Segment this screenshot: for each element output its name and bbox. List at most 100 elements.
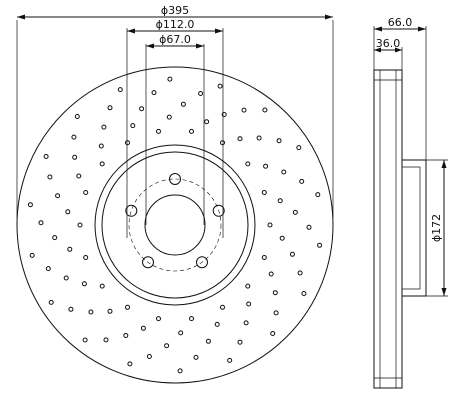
center-bore-label: ϕ112.0 (156, 18, 195, 31)
drilled-hole (245, 161, 251, 167)
bolt-hole (169, 173, 181, 185)
drilled-hole (299, 178, 305, 184)
total-thickness-label: 66.0 (388, 16, 413, 29)
bolt-hole (212, 204, 225, 217)
drilled-hole (289, 251, 295, 257)
drilled-hole (67, 246, 73, 252)
drilled-hole (276, 138, 282, 144)
front-view: ϕ395 ϕ112.0 ϕ67.0 (16, 4, 334, 384)
drilled-hole (71, 134, 77, 140)
drilled-hole (130, 123, 136, 129)
drilled-hole (227, 357, 233, 363)
disc-outer-circle (16, 66, 334, 384)
drilled-hole (272, 290, 278, 296)
drilled-hole (140, 325, 146, 331)
drilled-hole (205, 338, 211, 344)
drilled-hole (246, 301, 252, 307)
hub-height-label: ϕ172 (430, 214, 443, 242)
bolt-holes (125, 173, 225, 269)
drilled-hole (52, 235, 58, 241)
drilled-hole (189, 316, 194, 322)
drilled-hole (167, 76, 173, 82)
drilled-hole (98, 143, 104, 149)
drilled-hole (123, 333, 129, 338)
drilled-hole (297, 270, 303, 276)
drilled-hole (139, 106, 145, 112)
drilled-hole (177, 368, 183, 374)
drilled-hole (315, 192, 321, 198)
drilled-hole (306, 224, 312, 230)
drilled-hole (55, 193, 61, 199)
drilled-hole (245, 283, 251, 289)
drilled-hole (63, 275, 69, 281)
drilled-hole (77, 222, 83, 228)
drilled-hole (281, 169, 287, 175)
outer-diameter-label: ϕ395 (161, 4, 189, 17)
total-thickness-dimension: 66.0 (373, 16, 427, 160)
bolt-hole (125, 204, 138, 217)
drilled-hole (82, 337, 88, 343)
bolt-hole (196, 256, 208, 269)
drilled-hole (204, 119, 210, 125)
drilled-hole (107, 308, 113, 314)
drilled-hole (221, 112, 227, 117)
drilled-hole (27, 202, 33, 208)
drilled-hole (220, 140, 225, 146)
drilled-hole (99, 283, 105, 289)
drilled-hole (262, 107, 268, 113)
drilled-hole (156, 316, 161, 322)
drilled-hole (72, 154, 78, 160)
drilled-hole (83, 190, 89, 195)
drilled-hole (237, 136, 243, 142)
drilled-hole (296, 145, 302, 151)
drilled-hole (47, 174, 53, 180)
drilled-hole (65, 209, 71, 215)
drilled-hole (263, 163, 269, 169)
drilled-hole (261, 190, 267, 195)
drilled-hole (156, 128, 161, 134)
drilled-hole (243, 320, 249, 326)
drilled-hole (107, 105, 113, 111)
drilled-hole (268, 271, 274, 277)
drilled-hole (256, 135, 262, 141)
drilled-hole (125, 304, 130, 310)
drilled-hole (180, 101, 186, 107)
drilled-hole (38, 220, 44, 226)
drilled-hole (43, 154, 49, 159)
drilled-hole (76, 173, 82, 179)
side-view: 66.0 36.0 ϕ172 (373, 16, 448, 389)
disc-thickness-label: 36.0 (376, 37, 401, 50)
drilled-hole (99, 161, 105, 167)
drilled-hole (48, 299, 54, 305)
hub-hole-label: ϕ67.0 (159, 33, 191, 46)
drilled-hole (279, 235, 285, 241)
drilled-hole (101, 124, 107, 130)
drilled-hole (270, 331, 276, 336)
drilled-hole (220, 304, 225, 310)
drilled-hole (29, 252, 35, 258)
drilled-hole (292, 209, 298, 215)
drilled-hole (68, 306, 74, 312)
drilled-holes-pattern (27, 76, 323, 374)
drilled-hole (81, 281, 87, 287)
disc-thickness-dimension: 36.0 (374, 37, 403, 70)
drilled-hole (317, 242, 323, 248)
drilled-hole (74, 114, 80, 119)
hub-outer-circle (94, 144, 256, 306)
drilled-hole (277, 198, 283, 204)
disc-cross-section (373, 69, 403, 389)
drilled-hole (103, 337, 109, 343)
drilled-hole (151, 90, 157, 96)
drilled-hole (88, 309, 94, 315)
drilled-hole (301, 291, 307, 296)
drilled-hole (83, 255, 89, 260)
drilled-hole (189, 128, 194, 134)
drilled-hole (273, 310, 279, 316)
drilled-hole (178, 330, 184, 336)
hub-hole-dimension: ϕ67.0 (145, 33, 205, 225)
hub-inner-circle (101, 151, 249, 299)
drilled-hole (237, 339, 243, 345)
hub-height-dimension: ϕ172 (426, 159, 448, 297)
drilled-hole (166, 114, 172, 120)
